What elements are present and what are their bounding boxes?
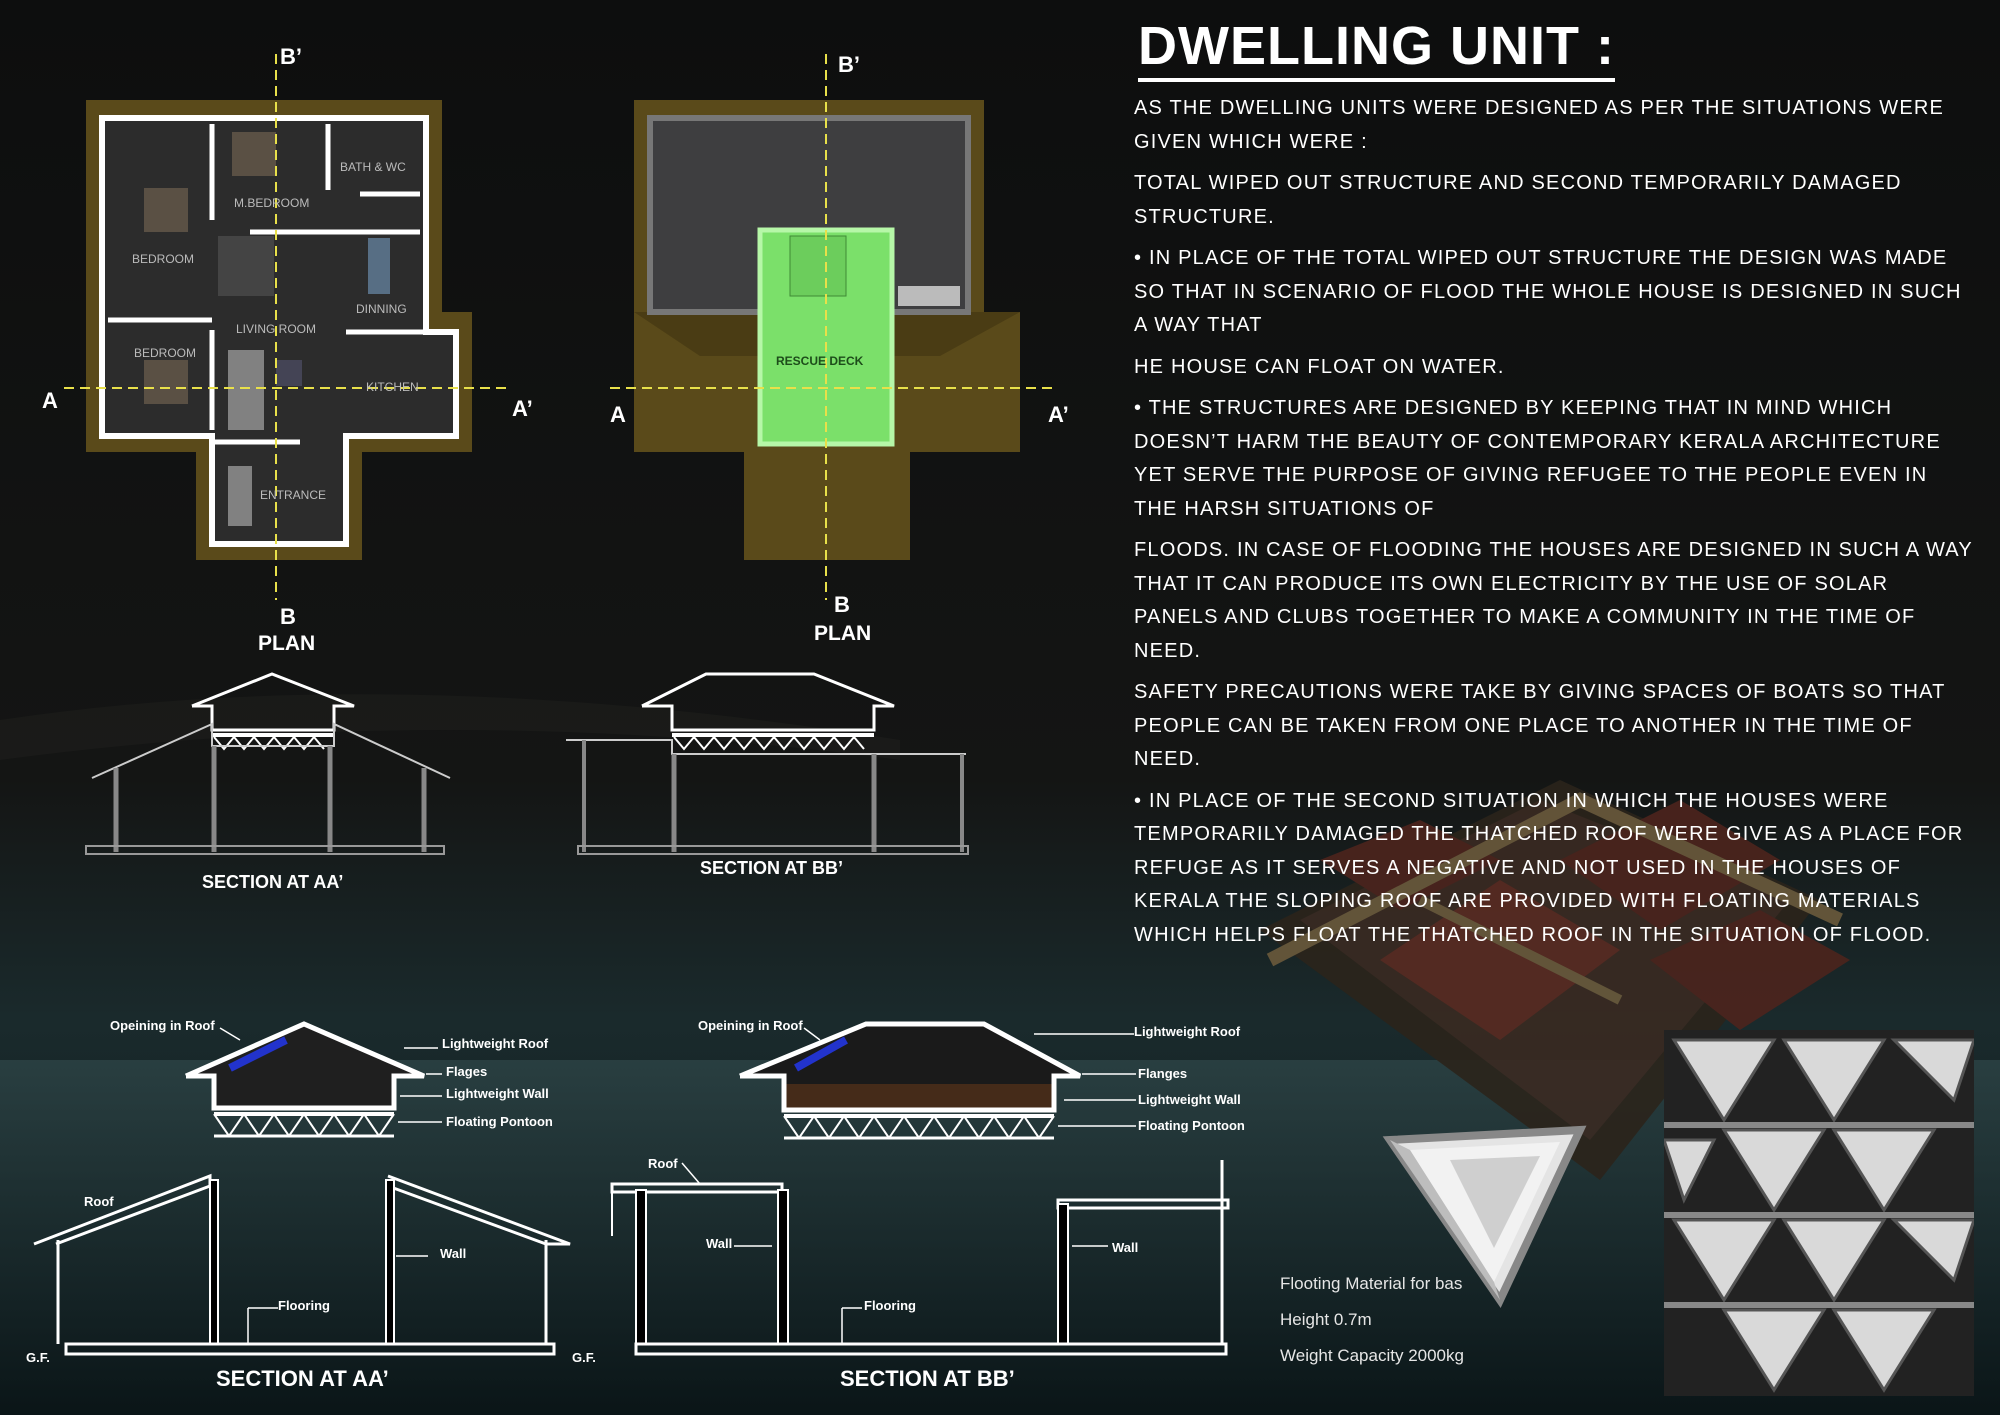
gf-aa-gf-label: G.F.	[26, 1350, 50, 1365]
plan1-axis-a-right: A’	[512, 396, 533, 421]
room-label-entrance: ENTRANCE	[260, 488, 327, 502]
room-label-dinning: DINNING	[356, 302, 407, 316]
gf-aa-flooring-label: Flooring	[278, 1298, 330, 1313]
gf-aa-roof-label: Roof	[84, 1194, 114, 1209]
paragraph-6: FLOODS. IN CASE OF FLOODING THE HOUSES A…	[1134, 539, 1973, 662]
callout-opening-roof-bb: Opeining in Roof	[698, 1018, 803, 1033]
plan1-axis-a-left: A	[42, 388, 58, 413]
callout-opening-roof-aa: Opeining in Roof	[110, 1018, 215, 1033]
gf-bb-gf-label: G.F.	[572, 1350, 596, 1365]
ground-floor-plan	[64, 54, 508, 600]
callout-lightweight-roof-aa: Lightweight Roof	[442, 1036, 549, 1051]
plan2-label: PLAN	[814, 622, 872, 645]
rescue-deck-label: RESCUE DECK	[776, 354, 864, 368]
callout-lightweight-roof-bb: Lightweight Roof	[1134, 1024, 1241, 1039]
gf-bb-roof-label: Roof	[648, 1156, 678, 1171]
plan2-axis-a-left: A	[610, 402, 626, 427]
plan1-axis-b-bottom: B	[280, 604, 296, 629]
paragraph-7: SAFETY PRECAUTIONS WERE TAKE BY GIVING S…	[1134, 681, 1946, 770]
description-text: AS THE DWELLING UNITS WERE DESIGNED AS P…	[1134, 92, 1974, 960]
section-bb-upper-caption: SECTION AT BB’	[700, 858, 843, 878]
gf-bb-wall1-label: Wall	[706, 1236, 733, 1251]
plan2-axis-a-right: A’	[1048, 402, 1069, 427]
village-render	[1260, 780, 1850, 1180]
room-label-master-bedroom: M.BEDROOM	[234, 196, 310, 210]
gf-aa-wall-label: Wall	[440, 1246, 467, 1261]
floating-roof-bb-detail	[739, 1021, 1136, 1140]
room-label-bedroom-1: BEDROOM	[132, 252, 195, 266]
callout-floating-pontoon-aa: Floating Pontoon	[446, 1114, 553, 1129]
section-aa-upper	[85, 672, 451, 855]
plan1-axis-b-top: B’	[280, 44, 302, 69]
paragraph-2: TOTAL WIPED OUT STRUCTURE AND SECOND TEM…	[1134, 172, 1902, 228]
gf-section-aa	[33, 1173, 571, 1356]
floating-material-text: Flooting Material for bas	[1280, 1274, 1463, 1293]
paragraph-1: AS THE DWELLING UNITS WERE DESIGNED AS P…	[1134, 97, 1945, 153]
floating-height-text: Height 0.7m	[1280, 1310, 1372, 1329]
plan2-axis-b-bottom: B	[834, 592, 850, 617]
room-label-bedroom-2: BEDROOM	[134, 346, 197, 360]
paragraph-3: • IN PLACE OF THE TOTAL WIPED OUT STRUCT…	[1134, 247, 1962, 336]
section-bb-upper	[566, 672, 969, 855]
callout-flanges-aa: Flages	[446, 1064, 488, 1079]
paragraph-4: HE HOUSE CAN FLOAT ON WATER.	[1134, 355, 1505, 378]
room-label-bath: BATH & WC	[340, 160, 406, 174]
plan1-label: PLAN	[258, 632, 316, 655]
gf-bb-wall2-label: Wall	[1112, 1240, 1139, 1255]
paragraph-5: • THE STRUCTURES ARE DESIGNED BY KEEPING…	[1134, 397, 1941, 520]
gf-section-aa-caption: SECTION AT AA’	[216, 1366, 389, 1391]
paragraph-8: • IN PLACE OF THE SECOND SITUATION IN WH…	[1134, 789, 1964, 946]
callout-flanges-bb: Flanges	[1138, 1066, 1188, 1081]
room-label-living-room: LIVING ROOM	[236, 322, 317, 336]
gf-section-bb	[610, 1160, 1230, 1356]
floating-capacity-text: Weight Capacity 2000kg	[1280, 1346, 1464, 1365]
floating-module-render	[1382, 1125, 1587, 1309]
page-title: DWELLING UNIT :	[1138, 14, 1615, 82]
gf-bb-flooring-label: Flooring	[864, 1298, 916, 1313]
floating-roof-aa-detail	[184, 1021, 442, 1138]
callout-lightweight-wall-aa: Lightweight Wall	[446, 1086, 549, 1101]
room-label-kitchen: KITCHEN	[366, 380, 419, 394]
gf-section-bb-caption: SECTION AT BB’	[840, 1366, 1015, 1391]
callout-lightweight-wall-bb: Lightweight Wall	[1138, 1092, 1241, 1107]
plan2-axis-b-top: B’	[838, 52, 860, 77]
callout-floating-pontoon-bb: Floating Pontoon	[1138, 1118, 1245, 1133]
floating-module-grid-photo	[1664, 1030, 1974, 1396]
rescue-deck-plan	[610, 54, 1058, 600]
section-aa-upper-caption: SECTION AT AA’	[202, 872, 344, 892]
